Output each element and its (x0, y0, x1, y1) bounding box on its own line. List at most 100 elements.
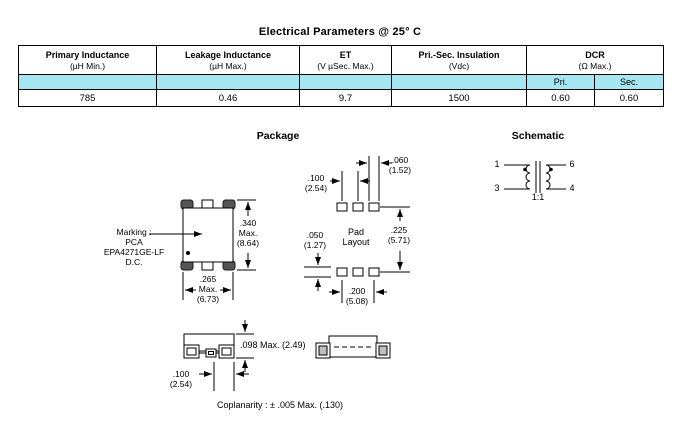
dim-metric: (5.08) (345, 296, 369, 306)
pin-label-6: 6 (569, 159, 575, 169)
col-unit: (Ω Max.) (578, 61, 612, 71)
value-primary-inductance: 785 (18, 89, 157, 107)
highlight-row: Pri. Sec. (18, 74, 665, 90)
col-header-leakage-inductance: Leakage Inductance (µH Max.) (156, 45, 300, 75)
package-end-view (315, 335, 391, 359)
col-header-primary-inductance: Primary Inductance (µH Min.) (18, 45, 157, 75)
dim-label-lead-pitch: .100 (2.54) (170, 369, 192, 389)
dim-label-body-height: .340 Max. (8.64) (237, 218, 259, 248)
highlight-cell (18, 74, 157, 90)
layout-pad (352, 267, 364, 277)
dim-value: .050 (306, 230, 324, 240)
dim-pad-span (329, 280, 387, 303)
dim-metric: (1.27) (303, 240, 327, 250)
polarity-dot (549, 167, 553, 172)
dim-label-profile-height: .098 Max. (2.49) (240, 340, 306, 350)
dim-value: .340 (239, 218, 257, 228)
pin-label-4: 4 (569, 183, 575, 193)
col-unit: (µH Min.) (69, 61, 106, 71)
dim-metric: (8.64) (236, 238, 260, 248)
marking-line: EPA4271GE-LF (103, 247, 165, 257)
col-unit: (µH Max.) (209, 61, 247, 71)
layout-pad (352, 202, 364, 212)
schematic-drawing (504, 161, 566, 193)
end-terminal-left-inner (318, 345, 328, 356)
col-unit: (Vdc) (448, 61, 470, 71)
dim-label-pad-height: .050 (1.27) (304, 230, 326, 250)
dim-value: .060 (391, 155, 409, 165)
col-name: DCR (585, 50, 605, 60)
marking-line: D.C. (125, 257, 143, 267)
package-side-view (183, 333, 235, 359)
dim-value: .100 (172, 369, 190, 379)
dim-metric: (5.71) (387, 235, 411, 245)
pin-label-3: 3 (494, 183, 500, 193)
values-row: 785 0.46 9.7 1500 0.60 0.60 (18, 89, 665, 107)
polarity-dot (523, 167, 527, 172)
highlight-cell (156, 74, 300, 90)
side-lead-left-inner (186, 347, 197, 356)
dim-body-width (182, 272, 234, 300)
dim-value: .100 (307, 173, 325, 183)
highlight-cell (299, 74, 392, 90)
pad-layout-label: Pad Layout (342, 227, 369, 247)
dim-label-pad-span: .200 (5.08) (346, 286, 368, 306)
package-body (182, 207, 234, 263)
value-et: 9.7 (299, 89, 392, 107)
page-title: Electrical Parameters @ 25° C (258, 26, 422, 38)
marking-label: Marking : (116, 227, 152, 237)
dim-pad-height (304, 253, 331, 291)
layout-pad (368, 267, 380, 277)
pad-bottom-center (201, 261, 214, 271)
pad-layout-line: Pad (347, 227, 364, 237)
dim-value: .225 (390, 225, 408, 235)
coplanarity-note: Coplanarity : ± .005 Max. (.130) (217, 400, 343, 410)
dim-label-row-gap: .225 (5.71) (388, 225, 410, 245)
dim-qualifier: Max. (238, 228, 258, 238)
col-name: Primary Inductance (45, 50, 130, 60)
package-top-view (149, 199, 236, 271)
col-name: ET (339, 50, 352, 60)
dim-value: .200 (348, 286, 366, 296)
dim-metric: (2.54) (304, 183, 328, 193)
dim-label-pad-width: .060 (1.52) (389, 155, 411, 175)
dim-label-body-width: .265 Max. (6.73) (197, 274, 219, 304)
pad-layout-line: Layout (342, 237, 370, 247)
layout-pad (336, 267, 348, 277)
col-unit: (V µSec. Max.) (317, 61, 374, 71)
dim-value: .265 (199, 274, 217, 284)
marking-line: PCA (125, 237, 143, 247)
schematic-section-title: Schematic (511, 130, 565, 142)
pad-top-center (201, 199, 214, 209)
primary-winding (525, 164, 531, 190)
dim-pad-pitch (330, 171, 370, 201)
dim-body-height (237, 199, 256, 271)
dim-label-pad-pitch: .100 (2.54) (305, 173, 327, 193)
dim-lead-pitch (199, 362, 249, 391)
turns-ratio-label: 1:1 (531, 192, 545, 202)
layout-pad (368, 202, 380, 212)
side-lead-right-inner (221, 347, 232, 356)
electrical-parameters-table: Primary Inductance (µH Min.) Leakage Ind… (18, 45, 665, 107)
dim-row-gap (380, 206, 410, 273)
layout-pad (336, 202, 348, 212)
side-lead-center-inner (208, 351, 214, 355)
dim-metric: (1.52) (388, 165, 412, 175)
marking-label-block: Marking : PCA EPA4271GE-LF D.C. (104, 227, 164, 267)
pin1-dot (186, 251, 190, 255)
secondary-winding (545, 164, 551, 190)
dim-qualifier: Max. (198, 284, 218, 294)
value-pri-sec-insulation: 1500 (391, 89, 527, 107)
col-name: Leakage Inductance (184, 50, 272, 60)
col-name: Pri.-Sec. Insulation (418, 50, 500, 60)
pad-layout (336, 202, 380, 277)
dcr-sec-subheader: Sec. (593, 74, 665, 90)
dim-pad-width (356, 156, 392, 201)
dim-profile-height (236, 320, 254, 372)
end-terminal-right-inner (378, 345, 388, 356)
dim-metric: (6.73) (196, 294, 220, 304)
dim-metric: (2.54) (169, 379, 193, 389)
value-dcr-sec: 0.60 (593, 89, 665, 107)
value-leakage-inductance: 0.46 (156, 89, 300, 107)
